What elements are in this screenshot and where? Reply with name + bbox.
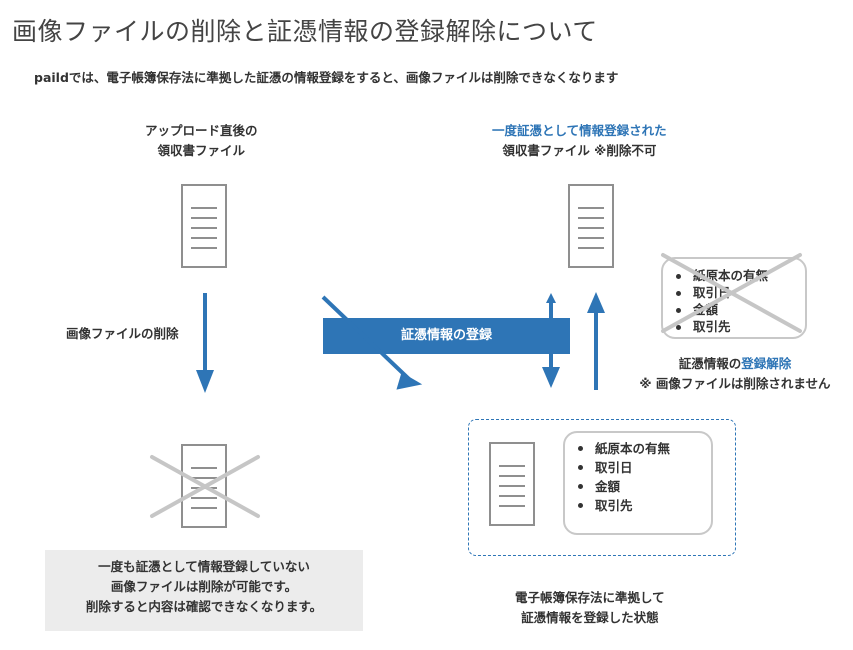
delete-image-label: 画像ファイルの削除 [66,326,179,341]
unregistered-cross-icon [661,253,802,333]
unregister-note: ※ 画像ファイルは削除されません [639,376,831,391]
unregister-up-arrow-icon [587,292,605,390]
unregister-label-line1: 証憑情報の登録解除 [620,354,850,374]
registered-file-label: 一度証憑として情報登録された 領収書ファイル ※削除不可 [492,121,667,161]
note-line3: 削除すると内容は確認できなくなります。 [85,599,323,614]
delete-arrow-icon [196,293,214,393]
info-bubble: 紙原本の有無 取引日 金額 取引先 [563,431,713,535]
info-item-paper: 紙原本の有無 [565,439,711,458]
stored-down-arrow-icon [542,293,560,388]
registered-file-label-line1: 一度証憑として情報登録された [492,123,667,138]
unregister-prefix: 証憑情報の [678,356,742,371]
registered-file-label-line2: 領収書ファイル ※削除不可 [502,143,657,158]
registered-state-caption: 電子帳簿保存法に準拠して 証憑情報を登録した状態 [515,588,665,628]
page-title: 画像ファイルの削除と証憑情報の登録解除について [12,17,598,46]
registered-document-icon [568,184,614,268]
note-line2: 画像ファイルは削除が可能です。 [110,579,298,594]
info-item-date: 取引日 [565,458,711,477]
info-item-amount: 金額 [565,477,711,496]
register-arrow-icon [321,295,423,390]
unregistered-item-partner: 取引先 [663,318,805,335]
unregister-label: 証憑情報の登録解除 ※ 画像ファイルは削除されません [620,354,850,394]
caption-line1: 電子帳簿保存法に準拠して [515,590,665,605]
page-subtitle: paildでは、電子帳簿保存法に準拠した証憑の情報登録をすると、画像ファイルは削… [34,70,619,85]
uploaded-file-label: アップロード直後の 領収書ファイル [145,121,258,161]
info-item-partner: 取引先 [565,496,711,515]
unregistered-info-bubble: 紙原本の有無 取引日 金額 取引先 [661,257,807,339]
uploaded-document-icon [181,184,227,268]
caption-line2: 証憑情報を登録した状態 [521,610,659,625]
registered-state-box [468,419,736,556]
cross-icon [150,455,260,518]
unregister-highlight: 登録解除 [741,356,792,371]
uploaded-file-label-line2: 領収書ファイル [157,143,246,158]
note-box: 一度も証憑として情報登録していない 画像ファイルは削除が可能です。 削除すると内… [45,550,363,631]
unregistered-item-paper: 紙原本の有無 [663,267,805,284]
note-line1: 一度も証憑として情報登録していない [98,559,310,574]
uploaded-file-label-line1: アップロード直後の [145,123,258,138]
registered-state-document-icon [489,442,535,526]
